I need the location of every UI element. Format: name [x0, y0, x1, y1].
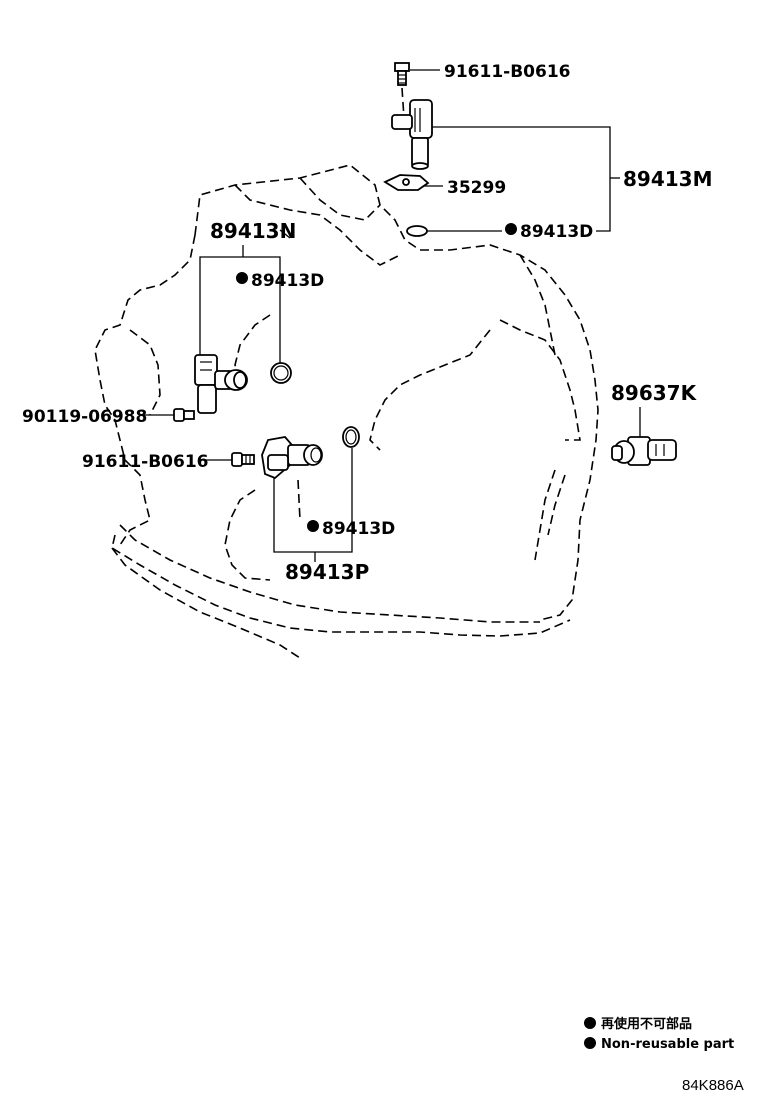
bolt-left-icon [173, 408, 195, 422]
diagram-code: 84K886A [682, 1077, 744, 1094]
label-sensor-lower: 89413P [285, 560, 369, 584]
dash-lower-sensor-axis [297, 479, 301, 521]
legend-dot-english [584, 1037, 596, 1049]
bracket-89413M [432, 126, 611, 232]
label-bolt-left: 90119-06988 [22, 407, 147, 427]
bolt-middle-icon [231, 452, 255, 467]
label-sensor-left: 89413N [210, 219, 296, 243]
oil-pan-outline [111, 524, 571, 659]
leader-89413N-tip [279, 229, 291, 239]
washer-icon [383, 174, 430, 191]
label-oring-upper: 89413D [520, 222, 593, 242]
legend-english: Non-reusable part [601, 1037, 734, 1052]
label-oring-lower: 89413D [322, 519, 395, 539]
transmission-housing-outline [94, 164, 599, 621]
label-bolt-top: 91611-B0616 [444, 62, 570, 82]
switch-right-icon [611, 436, 677, 466]
non-reusable-mark-lower [307, 520, 319, 532]
speed-sensor-lower-icon [261, 436, 323, 480]
non-reusable-mark-upper [505, 223, 517, 235]
speed-sensor-left-icon [194, 354, 248, 414]
dash-bolt-top-axis [401, 87, 405, 119]
label-sensor-upper: 89413M [623, 167, 712, 191]
label-oring-left: 89413D [251, 271, 324, 291]
legend-japanese: 再使用不可部品 [601, 1016, 692, 1032]
label-bolt-middle: 91611-B0616 [82, 452, 208, 472]
speed-sensor-upper-icon [391, 99, 433, 170]
bracket-89413P [273, 448, 353, 553]
legend: 再使用不可部品 Non-reusable part [584, 1016, 734, 1052]
label-washer: 35299 [447, 178, 506, 198]
bracket-89413N [199, 256, 281, 370]
non-reusable-mark-left [236, 272, 248, 284]
bolt-top-icon [394, 62, 410, 86]
label-switch-right: 89637K [611, 381, 698, 405]
legend-dot-japanese [584, 1017, 596, 1029]
oring-upper-icon [406, 225, 428, 237]
